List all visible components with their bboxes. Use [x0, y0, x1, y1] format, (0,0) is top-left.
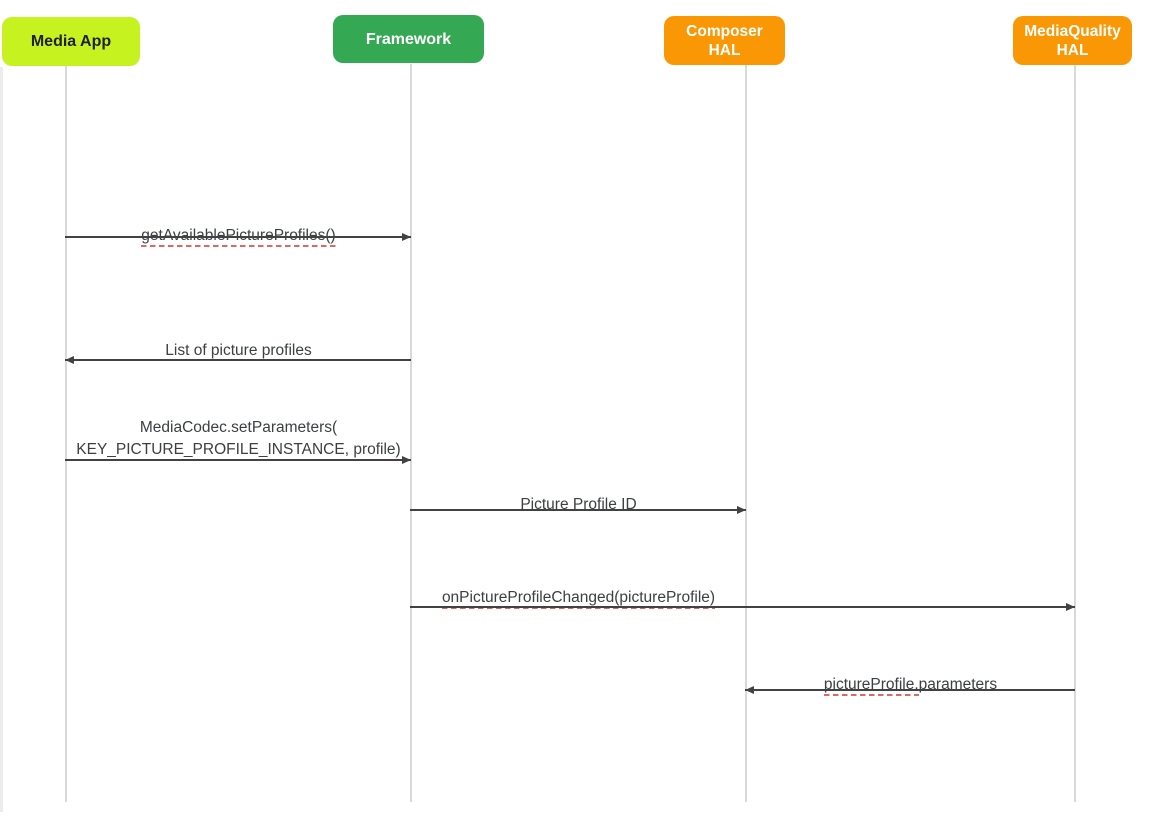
actor-box-mediaquality-hal[interactable]: MediaQuality HAL: [1013, 16, 1132, 65]
message-text: onPictureProfileChanged(pictureProfile): [441, 589, 716, 609]
lifeline-framework: [410, 64, 412, 802]
message-text: List of picture profiles: [165, 342, 312, 359]
message-text-part1: pictureProfile.: [823, 676, 919, 696]
message-arrow-mediacodec-setparameters: [65, 456, 411, 464]
actor-box-composer-hal[interactable]: Composer HAL: [664, 16, 785, 65]
message-arrow-get-available-picture-profiles: [65, 233, 411, 241]
message-label-list-of-picture-profiles[interactable]: List of picture profiles: [66, 318, 411, 362]
message-label-picture-profile-id[interactable]: Picture Profile ID: [411, 472, 746, 516]
actor-box-framework[interactable]: Framework: [333, 15, 484, 63]
message-text: MediaCodec.setParameters( KEY_PICTURE_PR…: [76, 419, 401, 458]
message-arrow-picture-profile-id: [410, 506, 746, 514]
message-text: Picture Profile ID: [520, 496, 637, 513]
lifeline-composer-hal: [745, 64, 747, 802]
lifeline-media-app: [65, 64, 67, 802]
canvas-edge-strip: [0, 67, 3, 812]
message-text-part2: parameters: [918, 676, 998, 693]
message-label-on-picture-profile-changed[interactable]: onPictureProfileChanged(pictureProfile): [411, 565, 746, 609]
actor-box-media-app[interactable]: Media App: [2, 17, 140, 66]
lifeline-mediaquality-hal: [1074, 64, 1076, 802]
message-arrow-on-picture-profile-changed: [410, 603, 1075, 611]
message-label-get-available-picture-profiles[interactable]: getAvailablePictureProfiles(): [66, 203, 411, 247]
message-label-mediacodec-setparameters[interactable]: MediaCodec.setParameters( KEY_PICTURE_PR…: [30, 395, 447, 461]
message-arrow-picture-profile-parameters: [745, 686, 1075, 694]
message-label-picture-profile-parameters[interactable]: pictureProfile.parameters: [746, 652, 1075, 696]
message-arrow-list-of-picture-profiles: [65, 356, 411, 364]
